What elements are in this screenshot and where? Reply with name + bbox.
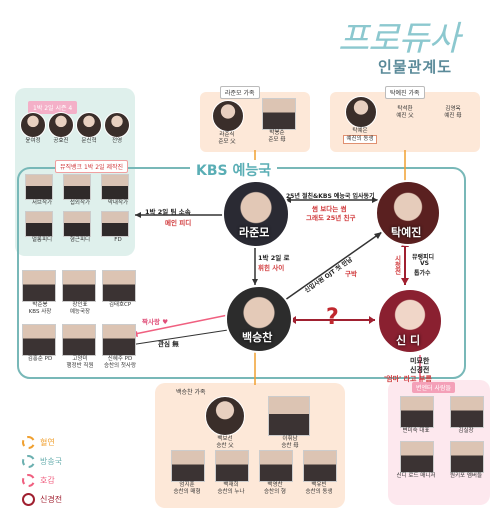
- rel-baek-tak-2: 구박: [345, 270, 357, 278]
- tak-family-label: 탁예진 가족: [385, 86, 425, 99]
- ra-family-label: 라준모 가족: [220, 86, 260, 99]
- legend-marker: [22, 474, 35, 487]
- ra-mother: 박봉순 준모 母: [262, 98, 296, 144]
- sibling-photo: [215, 450, 249, 482]
- baek-name: 백승찬: [242, 331, 273, 344]
- exec-photo: [62, 270, 96, 302]
- guest-photo: [76, 112, 102, 138]
- legend-item: 신경전: [22, 493, 62, 506]
- baek-mother: 이휘남 승찬 母: [268, 396, 312, 450]
- rel-cindy-mom-2: 신경전: [410, 366, 430, 374]
- exec-photo: [62, 324, 96, 356]
- rel-baek-execs: 관심 無: [158, 340, 179, 348]
- legend-marker: [22, 436, 35, 449]
- rel-tak-cindy-2: 뮤랭피디: [412, 254, 435, 261]
- tak-sister: 탁예은 예진의 동생: [343, 96, 377, 144]
- rel-ra-team-2: 메인 피디: [165, 219, 192, 227]
- exec-photo: [102, 270, 136, 302]
- rel-cindy-mom-3: '엄마' 라고 부름: [384, 375, 432, 383]
- ra-father-photo: [212, 100, 244, 132]
- agency-photo: [400, 441, 434, 473]
- legend-item: 호감: [22, 474, 62, 487]
- rel-tak-cindy-1: 시청전: [393, 255, 401, 275]
- legend-item: 혈연: [22, 436, 62, 449]
- rel-ra-team-1: 1박 2일 팀 소속: [145, 208, 191, 216]
- rel-cindy-mom-1: 미묘한: [410, 357, 430, 365]
- baek-father: 백보선 승찬 父: [203, 396, 247, 450]
- legend-marker: [22, 455, 35, 468]
- rel-baek-hyeju: 짝사랑 ♥: [142, 318, 169, 326]
- cindy-portrait: 신 디: [377, 288, 443, 354]
- tak-father: 탁석환 예진 父: [396, 106, 414, 119]
- exec-photo: [22, 324, 56, 356]
- team-grid: 서브작가 섭외작가 막내작가 얼롱피디 형근피디 FD: [25, 174, 135, 244]
- agency-photo: [400, 396, 434, 428]
- guest-photo: [104, 112, 130, 138]
- baek-hyeju-line: [129, 314, 229, 336]
- cindy-grid: 변미숙 대표 김실장 신디 로드 매니저 원키포 멤버들: [393, 396, 489, 480]
- baek-execs-line: [129, 329, 229, 346]
- baek-mother-photo: [268, 396, 310, 436]
- tak-sister-photo: [345, 96, 377, 128]
- team-label: 뮤직뱅크 1박 2일 제작진: [55, 160, 129, 173]
- guest-photo: [20, 112, 46, 138]
- team-photo: [63, 211, 91, 237]
- guest-photo: [48, 112, 74, 138]
- team-photo: [25, 211, 53, 237]
- baek-portrait: 백승찬: [225, 285, 293, 353]
- team-photo: [63, 174, 91, 200]
- sibling-photo: [259, 450, 293, 482]
- tak-portrait: 탁예진: [375, 180, 441, 246]
- baek-tak-line: [284, 231, 383, 301]
- rel-baek-cindy: ?: [326, 305, 339, 330]
- legend-item: 방송국: [22, 455, 62, 468]
- team-photo: [25, 174, 53, 200]
- cindy-panel-label: 변엔터 사람들: [412, 382, 456, 393]
- exec-photo: [22, 270, 56, 302]
- team-photo: [101, 211, 129, 237]
- ra-name: 라준모: [239, 226, 270, 239]
- legend-marker: [22, 493, 35, 506]
- legend: 혈연 방송국 호감 신경전: [22, 436, 62, 506]
- title-main: 프로듀사: [338, 19, 460, 59]
- tak-name: 탁예진: [391, 226, 422, 239]
- baek-family-label: 백승찬 가족: [172, 386, 210, 397]
- rel-ra-tak-2: 썸 보다는 썸: [312, 205, 347, 213]
- guests-row: 윤여정 공효진 문신혁 전영: [20, 112, 130, 145]
- rel-ra-tak-1: 25년 절친&KBS 예능국 입사동기: [286, 193, 375, 200]
- rel-ra-tak-3: 그래도 25년 친구: [306, 214, 356, 222]
- network-title: KBS 예능국: [190, 160, 278, 180]
- rel-ra-baek-2: 휘힌 사이: [258, 264, 285, 272]
- rel-ra-baek-1: 1박 2일 로: [258, 254, 290, 262]
- agency-photo: [450, 441, 484, 473]
- cindy-name: 신 디: [396, 334, 421, 347]
- team-photo: [101, 174, 129, 200]
- ra-father: 라준식 준모 父: [212, 100, 244, 146]
- rel-tak-cindy-3: VS: [420, 260, 429, 267]
- exec-photo: [102, 324, 136, 356]
- sibling-photo: [303, 450, 337, 482]
- tak-mother: 김영옥 예진 母: [444, 106, 462, 119]
- rel-tak-cindy-4: 톱가수: [414, 270, 431, 277]
- ra-portrait: 라준모: [222, 180, 290, 248]
- ra-mother-photo: [262, 98, 296, 130]
- baek-father-photo: [205, 396, 245, 436]
- sibling-photo: [171, 450, 205, 482]
- agency-photo: [450, 396, 484, 428]
- title-sub: 인물관계도: [378, 58, 453, 76]
